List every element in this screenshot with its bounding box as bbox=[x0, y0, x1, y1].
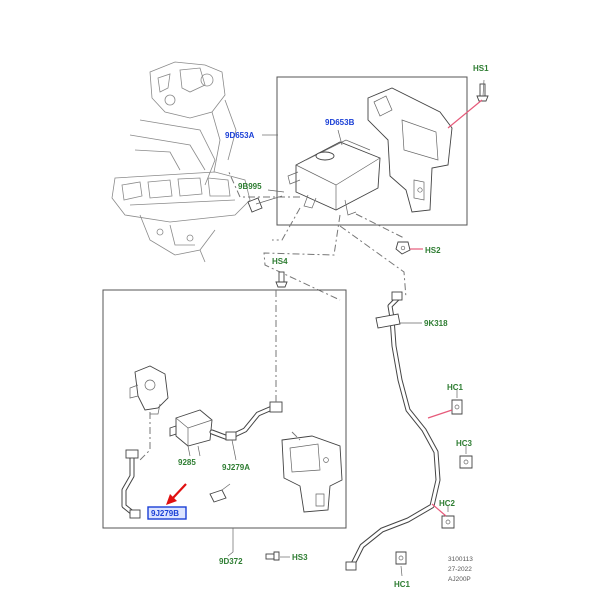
evap-canister bbox=[287, 139, 381, 216]
engine-illustration bbox=[111, 61, 251, 263]
bolt-hs2 bbox=[395, 241, 411, 255]
label-9d372: 9D372 bbox=[219, 557, 243, 566]
bolt-hs1 bbox=[476, 83, 489, 102]
label-hs3: HS3 bbox=[292, 553, 308, 562]
hose-9k318 bbox=[345, 291, 441, 571]
label-9285: 9285 bbox=[178, 458, 196, 467]
clip-hc2 bbox=[441, 515, 455, 529]
bolt-hs4 bbox=[275, 271, 288, 288]
clip-hc1-top bbox=[451, 399, 463, 415]
hose-9j279a bbox=[209, 401, 283, 441]
clip-9b995 bbox=[247, 195, 283, 213]
connection-route-top bbox=[227, 169, 300, 198]
label-9d653b: 9D653B bbox=[325, 118, 355, 127]
canister-mounting-bracket bbox=[367, 87, 453, 213]
label-hc3: HC3 bbox=[456, 439, 473, 448]
clip-hc1-bottom bbox=[395, 551, 407, 565]
label-hs1: HS1 bbox=[473, 64, 489, 73]
highlight-box bbox=[147, 506, 187, 520]
label-hc2: HC2 bbox=[439, 499, 456, 508]
bracket-9d372 bbox=[281, 435, 343, 513]
bolt-hs3 bbox=[265, 551, 280, 561]
label-hc1-bottom: HC1 bbox=[394, 580, 411, 589]
label-9j279b: 9J279B bbox=[151, 509, 179, 518]
label-hc1-top: HC1 bbox=[447, 383, 464, 392]
drawing-model: AJ200P bbox=[448, 576, 471, 583]
label-hs4: HS4 bbox=[272, 257, 288, 266]
clip-hc3 bbox=[459, 455, 473, 469]
pointer-arrow-icon bbox=[166, 483, 187, 505]
label-9d653a: 9D653A bbox=[225, 131, 255, 140]
purge-valve-bracket bbox=[129, 365, 169, 415]
lower-callout-box bbox=[102, 289, 347, 529]
label-hs2: HS2 bbox=[425, 246, 441, 255]
hose-9j279b bbox=[121, 449, 141, 519]
purge-valve-9285 bbox=[169, 409, 213, 457]
label-9j279a: 9J279A bbox=[222, 463, 250, 472]
drawing-date: 27-2022 bbox=[448, 566, 472, 573]
label-9b995: 9B995 bbox=[238, 182, 262, 191]
label-9k318: 9K318 bbox=[424, 319, 448, 328]
clip-small bbox=[209, 483, 231, 503]
canister-callout-box bbox=[276, 76, 468, 226]
highlighted-part-9j279b[interactable]: 9J279B bbox=[147, 506, 187, 520]
drawing-number: 3100113 bbox=[448, 556, 473, 563]
